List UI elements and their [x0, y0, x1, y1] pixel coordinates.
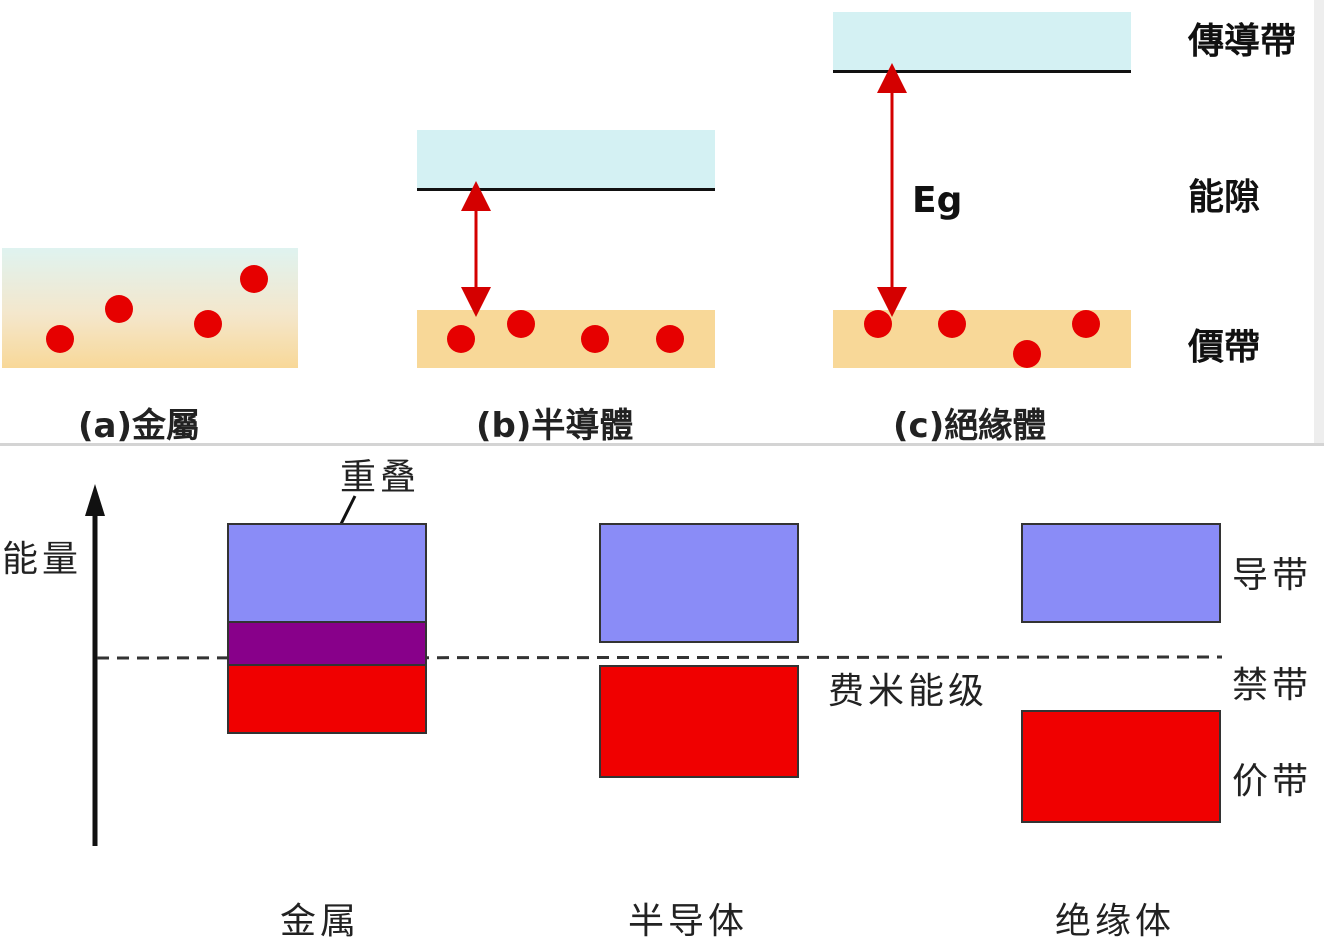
metal-overlap-band: [227, 621, 427, 666]
insulator-valence-band: [1021, 710, 1221, 823]
band-diagram-traditional: Eg 傳導帶 能隙 價帶 (a)金屬 (b)半導體 (c)絕緣體: [0, 0, 1324, 446]
semiconductor-conduction-band: [417, 130, 715, 191]
electron: [447, 325, 475, 353]
electron: [240, 265, 268, 293]
insulator-conduction-band: [833, 12, 1131, 73]
metal-caption: (a)金屬: [78, 406, 201, 446]
insulator-caption: (c)絕緣體: [893, 406, 1047, 446]
insulator-conduction-band: [1021, 523, 1221, 623]
electron: [1013, 340, 1041, 368]
conduction-band-label: 导带: [1232, 555, 1313, 596]
semiconductor-caption: (b)半導體: [476, 406, 634, 446]
fermi-level-label: 费米能级: [828, 671, 989, 712]
energy-axis-arrowhead: [85, 484, 105, 516]
electron: [1072, 310, 1100, 338]
band-gap-label: 能隙: [1188, 177, 1261, 218]
insulator-caption: 绝缘体: [1055, 901, 1176, 942]
forbidden-band-label: 禁带: [1232, 665, 1313, 706]
electron: [194, 310, 222, 338]
metal-conduction-band: [227, 523, 427, 623]
valence-band-label: 價帶: [1188, 327, 1261, 368]
conduction-band-label: 傳導帶: [1188, 21, 1297, 62]
energy-axis-label: 能量: [2, 539, 83, 580]
valence-band-label: 价带: [1232, 761, 1313, 802]
metal-valence-band: [227, 664, 427, 734]
electron: [105, 295, 133, 323]
metal-caption: 金属: [280, 901, 361, 942]
gap-arrows: [461, 63, 907, 317]
semiconductor-caption: 半导体: [628, 901, 749, 942]
band-diagram-simplified: 能量 重叠 费米能级 导带 禁带 价带 金属 半导体 绝缘体: [0, 443, 1324, 942]
semiconductor-conduction-band: [599, 523, 799, 643]
energy-gap-label: Eg: [912, 180, 963, 221]
electron: [507, 310, 535, 338]
electron: [581, 325, 609, 353]
semiconductor-valence-band: [599, 665, 799, 778]
overlap-label: 重叠: [340, 457, 421, 498]
electron: [46, 325, 74, 353]
electron: [656, 325, 684, 353]
electron: [938, 310, 966, 338]
